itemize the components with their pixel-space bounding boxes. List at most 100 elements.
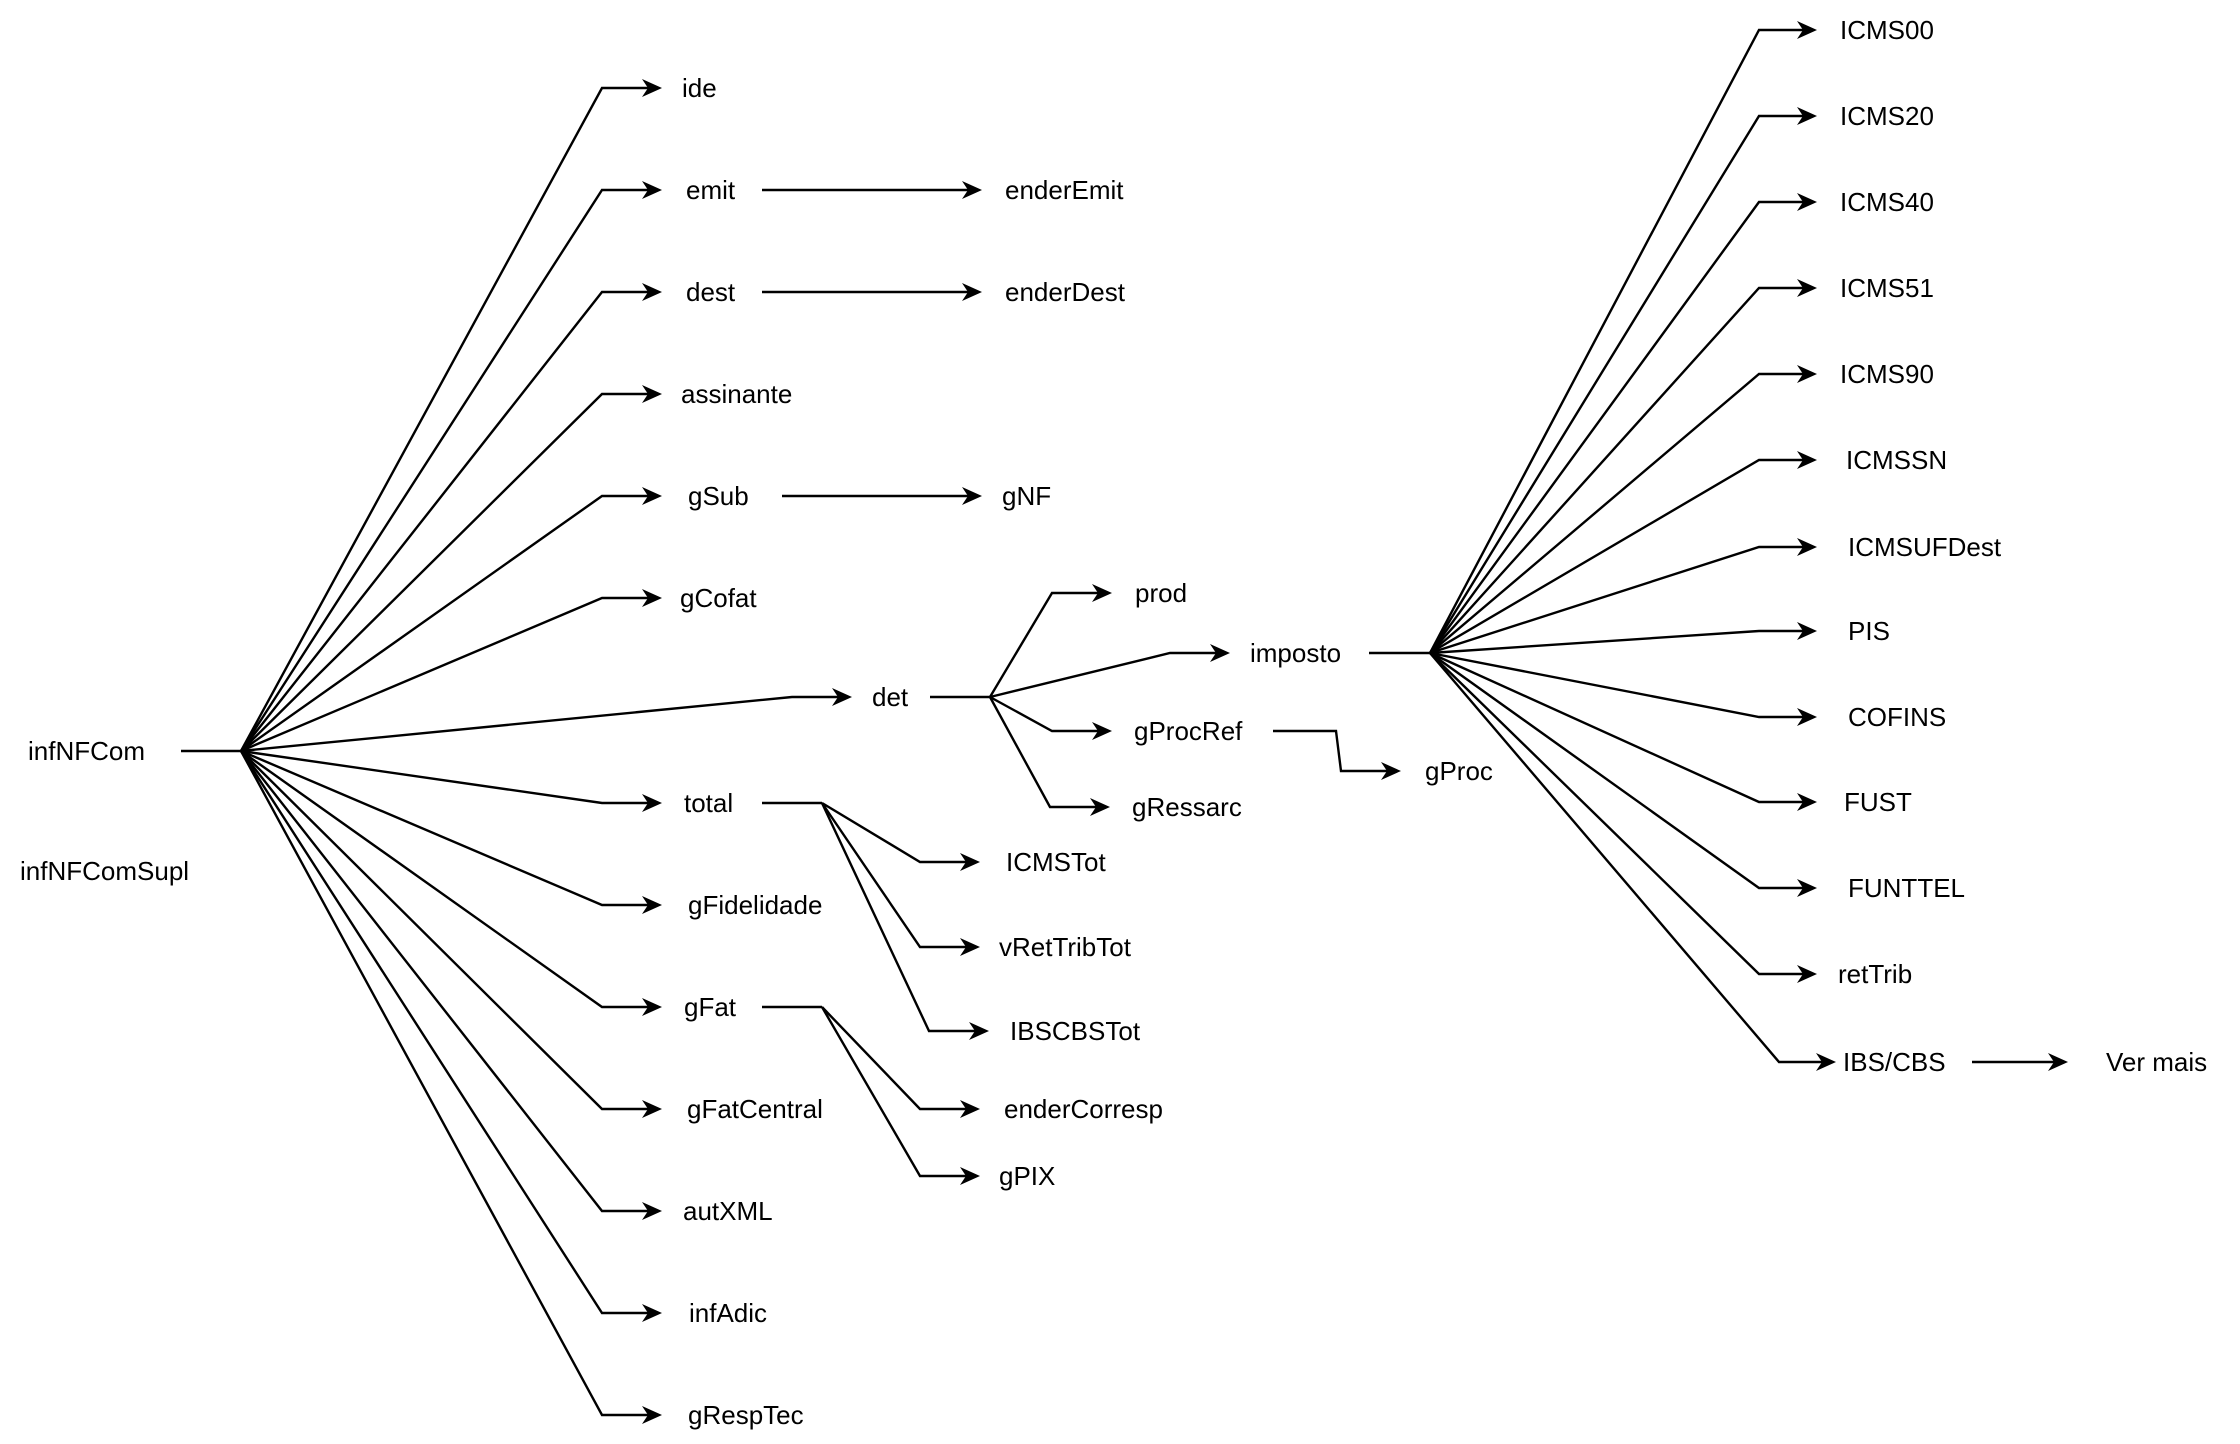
connector-line [821, 801, 970, 864]
node-pis: PIS [1848, 616, 1890, 646]
arrowhead-icon [1816, 1053, 1836, 1071]
node-icmstot: ICMSTot [1006, 847, 1106, 877]
edge-imposto-COFINS [1429, 651, 1817, 726]
connector-line [1429, 629, 1807, 655]
edge-infNFCom-gSub [240, 487, 662, 752]
edge-imposto-ICMS20 [1428, 107, 1817, 654]
node-fust: FUST [1844, 787, 1912, 817]
arrowhead-icon [642, 1304, 662, 1322]
edge-infNFCom-infAdic [239, 750, 662, 1322]
arrowhead-icon [1797, 365, 1817, 383]
arrowhead-icon [642, 487, 662, 505]
connector-line [240, 695, 842, 753]
connector-line [1429, 545, 1807, 655]
edge-imposto-IBS_CBS [1429, 652, 1836, 1071]
arrowhead-icon [962, 283, 982, 301]
edge-total-vRetTribTot [821, 802, 980, 956]
edge-IBS_CBS-VerMais [1972, 1053, 2068, 1071]
node-infadic: infAdic [689, 1298, 767, 1328]
arrowhead-icon [1797, 708, 1817, 726]
edge-det-gProcRef [989, 695, 1112, 740]
edge-imposto-ICMS51 [1429, 279, 1817, 654]
arrowhead-icon [1797, 622, 1817, 640]
node-gsub: gSub [688, 481, 749, 511]
node-vrettribtot: vRetTribTot [999, 932, 1132, 962]
arrowhead-icon [960, 853, 980, 871]
connector-line [1429, 652, 1826, 1064]
labels-layer: infNFCominfNFComSuplideemitdestassinante… [20, 15, 2207, 1430]
arrowhead-icon [1381, 762, 1401, 780]
connector-line [240, 494, 652, 752]
node-endercorresp: enderCorresp [1004, 1094, 1163, 1124]
edge-imposto-PIS [1429, 622, 1817, 655]
node-rettrib: retTrib [1838, 959, 1912, 989]
connector-line [821, 802, 970, 949]
connector-line [1429, 458, 1807, 655]
node-vermais[interactable]: Ver mais [2106, 1047, 2207, 1077]
connector-line [820, 1006, 970, 1178]
arrowhead-icon [1090, 798, 1110, 816]
edge-infNFCom-autXML [240, 750, 662, 1220]
connector-line [989, 695, 1102, 733]
connector-line [1429, 652, 1807, 976]
connector-line [239, 750, 652, 1315]
node-det: det [872, 682, 909, 712]
edge-det-gRessarc [988, 696, 1110, 816]
node-infnfcomsupl: infNFComSupl [20, 856, 189, 886]
node-enderemit: enderEmit [1005, 175, 1124, 205]
edge-gProcRef-gProc [1273, 729, 1401, 780]
connector-line [239, 86, 652, 752]
connector-line [1428, 28, 1807, 654]
arrowhead-icon [1797, 193, 1817, 211]
edge-infNFCom-dest [240, 283, 662, 752]
node-total: total [684, 788, 733, 818]
arrowhead-icon [642, 794, 662, 812]
arrowhead-icon [642, 385, 662, 403]
connector-line [240, 750, 652, 1213]
node-imposto: imposto [1250, 638, 1341, 668]
node-icmssn: ICMSSN [1846, 445, 1947, 475]
node-ibs-cbs: IBS/CBS [1843, 1047, 1946, 1077]
arrowhead-icon [960, 938, 980, 956]
arrowhead-icon [642, 896, 662, 914]
edge-imposto-ICMSSN [1429, 451, 1817, 655]
arrowhead-icon [1797, 451, 1817, 469]
arrowhead-icon [969, 1022, 989, 1040]
node-infnfcom: infNFCom [28, 736, 145, 766]
node-gprocref: gProcRef [1134, 716, 1243, 746]
node-gresptec: gRespTec [688, 1400, 804, 1430]
arrowhead-icon [642, 283, 662, 301]
node-icmsufdest: ICMSUFDest [1848, 532, 2002, 562]
edge-infNFCom-gFat [240, 750, 662, 1016]
edge-infNFCom-ide [239, 79, 662, 752]
edge-imposto-retTrib [1429, 652, 1817, 983]
connector-line [239, 188, 652, 752]
edge-imposto-ICMS90 [1429, 365, 1817, 654]
edge-imposto-FUST [1429, 651, 1817, 811]
arrowhead-icon [642, 181, 662, 199]
connector-line [821, 1006, 970, 1111]
arrowhead-icon [832, 688, 852, 706]
connector-line [240, 749, 652, 805]
node-gressarc: gRessarc [1132, 792, 1242, 822]
edge-gFat-enderCorresp [821, 1006, 980, 1118]
node-assinante: assinante [681, 379, 792, 409]
edges-layer [181, 21, 2068, 1424]
node-icms90: ICMS90 [1840, 359, 1934, 389]
edge-emit-enderEmit [762, 181, 982, 199]
connector-line [1429, 200, 1807, 654]
node-gfatcentral: gFatCentral [687, 1094, 823, 1124]
edge-imposto-FUNTTEL [1429, 652, 1817, 897]
node-ide: ide [682, 73, 717, 103]
arrowhead-icon [1092, 722, 1112, 740]
edge-imposto-ICMS00 [1428, 21, 1817, 654]
arrowhead-icon [960, 1167, 980, 1185]
arrowhead-icon [1797, 107, 1817, 125]
connector-line [240, 750, 652, 1009]
edge-infNFCom-assinante [240, 385, 662, 752]
arrowhead-icon [642, 1406, 662, 1424]
connector-line [1429, 372, 1807, 654]
arrowhead-icon [642, 1202, 662, 1220]
arrowhead-icon [962, 181, 982, 199]
